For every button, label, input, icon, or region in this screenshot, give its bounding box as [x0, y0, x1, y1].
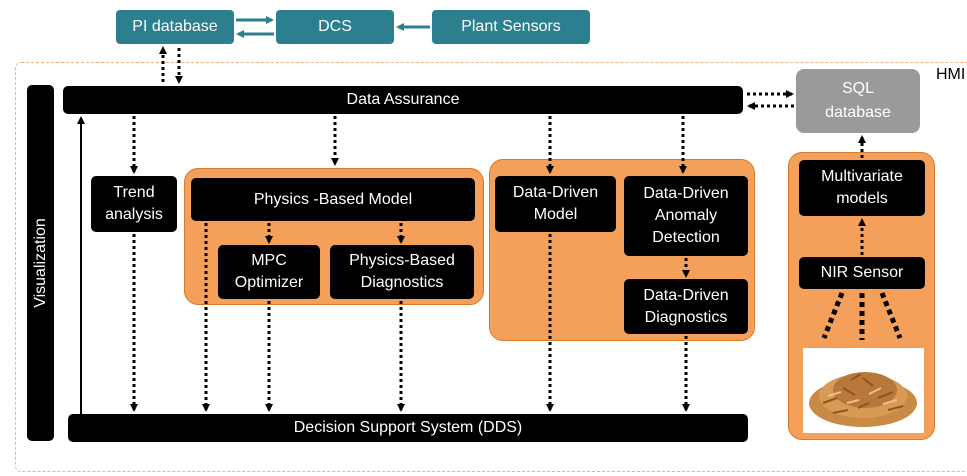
- multivariate-models-box: Multivariate models: [799, 160, 925, 216]
- trend-analysis-box: Trend analysis: [91, 176, 177, 232]
- data-driven-diagnostics-box: Data-Driven Diagnostics: [624, 279, 748, 334]
- mpc-optimizer-box: MPC Optimizer: [218, 245, 320, 299]
- data-driven-model-box: Data-Driven Model: [495, 176, 616, 232]
- hmi-label: HMI: [936, 66, 966, 83]
- data-assurance-bar: Data Assurance: [63, 86, 743, 114]
- nir-sensor-box: NIR Sensor: [799, 257, 925, 289]
- wood-chips-image: [803, 348, 924, 433]
- sql-database-box: SQL database: [796, 69, 920, 133]
- pi-database-box: PI database: [116, 10, 234, 44]
- decision-support-system-bar: Decision Support System (DDS): [68, 414, 748, 442]
- physics-based-diagnostics-box: Physics-Based Diagnostics: [330, 245, 474, 299]
- dcs-box: DCS: [276, 10, 394, 44]
- data-driven-anomaly-detection-box: Data-Driven Anomaly Detection: [624, 176, 748, 256]
- hmi-region: [15, 62, 967, 472]
- physics-based-model-box: Physics -Based Model: [191, 178, 475, 221]
- plant-sensors-box: Plant Sensors: [432, 10, 590, 44]
- visualization-bar: Visualization: [27, 85, 54, 441]
